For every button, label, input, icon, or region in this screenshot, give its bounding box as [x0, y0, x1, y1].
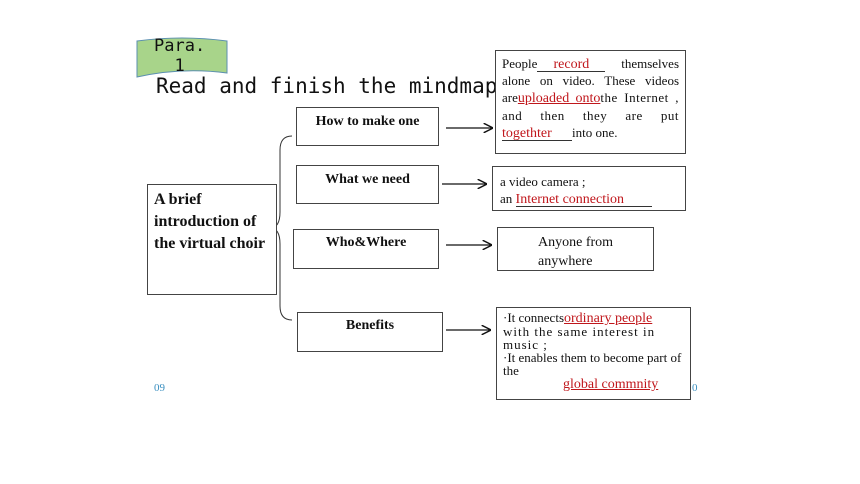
branch-label: What we need — [325, 172, 410, 187]
answer-ordinary-people: ordinary people — [564, 311, 653, 326]
text: with the same interest in music ; — [503, 324, 656, 352]
center-topic-box: A brief introduction of the virtual choi… — [147, 184, 277, 295]
branch-label: Benefits — [345, 318, 395, 333]
answer-box-need: a video camera ; an Internet connection — [492, 166, 686, 211]
branch-label: Who&Where — [325, 235, 407, 250]
answer-box-benefits: ·It connectsordinary people with the sam… — [496, 307, 691, 400]
answer-box-who: Anyone from anywhere — [497, 227, 654, 271]
answer-internet-connection: Internet connection — [515, 192, 624, 207]
text: a video camera ; — [500, 174, 586, 189]
branch-what-we-need: What we need — [296, 165, 439, 204]
text: Anyone from anywhere — [538, 235, 614, 269]
branch-how-to-make: How to make one — [296, 107, 439, 146]
page-number-left: 09 — [154, 382, 165, 394]
page-number-right: 0 — [692, 382, 698, 394]
branch-label: How to make one — [315, 114, 420, 129]
text: People — [502, 56, 538, 71]
answer-global-community: global commnity — [563, 377, 659, 392]
text: ·It enables them to become part of the — [503, 350, 682, 378]
text: into one. — [572, 125, 618, 140]
page-title: Read and finish the mindmap — [156, 74, 498, 98]
text: the Internet , and then they are put — [502, 90, 679, 123]
branch-benefits: Benefits — [297, 312, 443, 352]
text: an — [500, 191, 513, 206]
text: ·It connects — [503, 310, 565, 325]
center-topic-text: A brief introduction of the virtual choi… — [154, 191, 266, 252]
text: themselves alone on video. These videos … — [502, 56, 679, 105]
para-label: Para. 1 — [154, 36, 206, 76]
branch-who-where: Who&Where — [293, 229, 439, 269]
answer-record: record — [553, 57, 590, 72]
answer-together: togethter — [502, 126, 552, 141]
answer-box-make: People record themselves alone on video. … — [495, 50, 686, 154]
para-tag — [136, 37, 228, 78]
answer-uploaded-onto: uploaded onto — [517, 91, 601, 106]
